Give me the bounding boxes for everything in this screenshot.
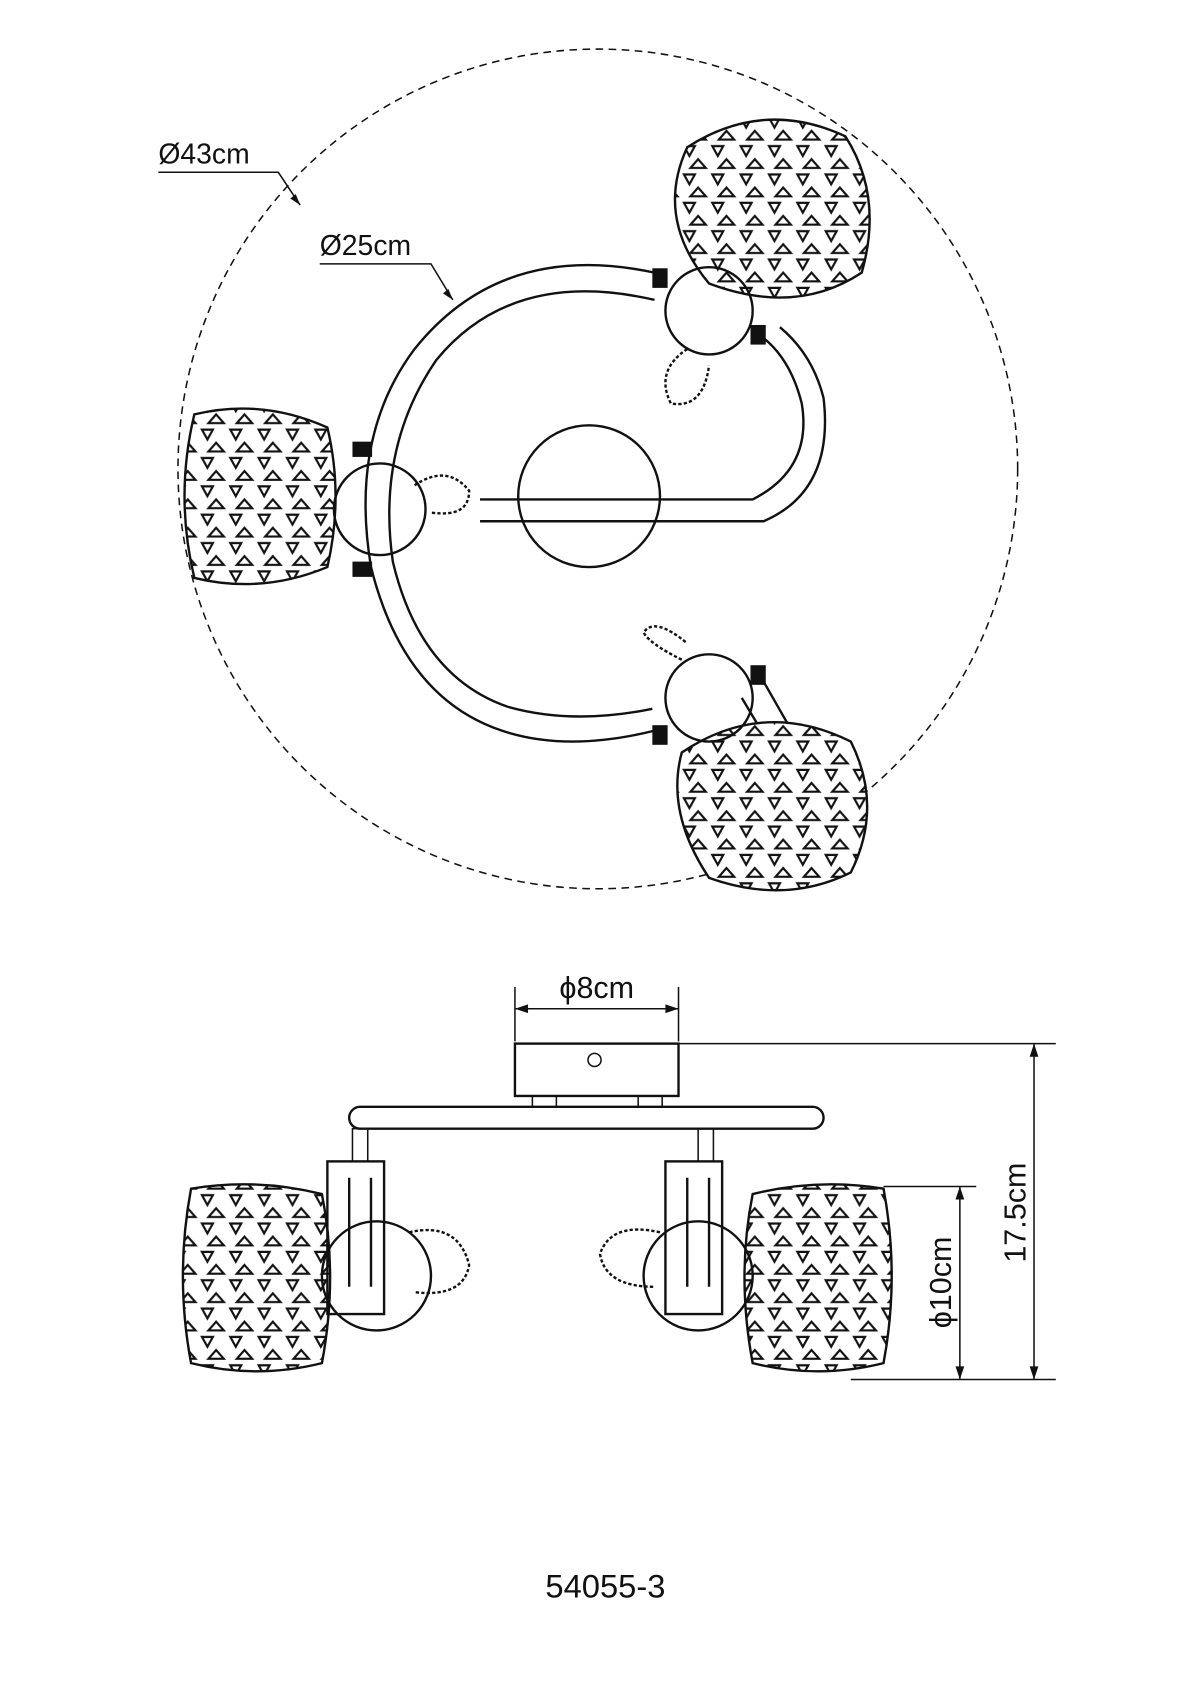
arm-diameter-label: Ø25cm — [320, 230, 411, 262]
outer-diameter-label: Ø43cm — [158, 139, 249, 171]
side-view: ϕ8cm 17.5cm ϕ10cm — [181, 971, 1056, 1381]
lamp-left-side — [181, 1127, 471, 1373]
model-number: 54055-3 — [545, 1568, 665, 1605]
canopy-diameter-label: ϕ8cm — [559, 971, 634, 1005]
arm-diameter-leader — [319, 263, 454, 301]
outer-diameter-leader — [158, 171, 301, 206]
lamp-left-top — [183, 407, 471, 586]
height-label: 17.5cm — [998, 1163, 1032, 1263]
top-view: Ø43cm Ø25cm — [158, 48, 1019, 892]
lamp-top-right — [652, 118, 871, 406]
lamp-bottom-right — [642, 625, 869, 892]
canopy — [513, 1042, 680, 1098]
canopy-disc — [517, 424, 662, 569]
arm-curve — [364, 263, 655, 743]
outer-diameter-circle — [177, 48, 1019, 890]
mounting-bar — [347, 1105, 825, 1130]
lamp-right-side — [598, 1127, 893, 1373]
arm-straight — [480, 337, 805, 501]
shade-diameter-label: ϕ10cm — [924, 1237, 958, 1329]
